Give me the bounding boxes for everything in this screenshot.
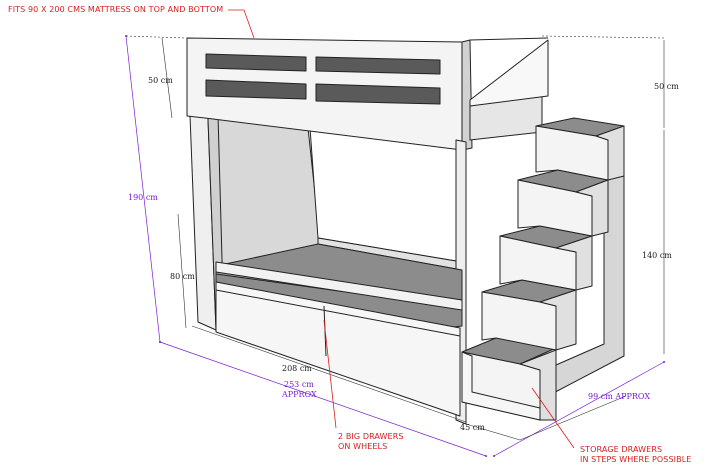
rail-slot-2 xyxy=(315,56,441,75)
steps-height-dimension: 140 cm xyxy=(642,251,672,260)
drawers-note-line1: 2 BIG DRAWERS xyxy=(338,432,404,441)
total-length-dimension: 253 cm xyxy=(284,380,314,389)
dimension-lines xyxy=(125,35,665,457)
steps-unit xyxy=(461,117,625,421)
rail-slot-3 xyxy=(205,79,307,100)
mattress-note: FITS 90 X 200 CMS MATTRESS ON TOP AND BO… xyxy=(8,5,224,14)
lower-bunk-height-dimension: 80 cm xyxy=(170,272,195,281)
total-length-approx: APPROX xyxy=(282,390,317,399)
bed-length-dimension: 208 cm xyxy=(282,364,312,373)
total-height-dimension: 190 cm xyxy=(128,193,158,202)
drawers-note-line2: ON WHEELS xyxy=(338,442,388,451)
left-end-inner xyxy=(215,117,321,269)
storage-note-line2: IN STEPS WHERE POSSIBLE xyxy=(580,455,692,464)
top-guard-left-dimension: 50 cm xyxy=(148,76,173,85)
rail-slot-4 xyxy=(315,83,441,105)
top-guard-right-dimension: 50 cm xyxy=(654,82,679,91)
rail-slot-1 xyxy=(205,53,307,72)
storage-note-line1: STORAGE DRAWERS xyxy=(580,445,663,454)
lower-front-rail xyxy=(215,261,463,311)
bed-frame xyxy=(186,37,625,425)
steps-width-dimension: 45 cm xyxy=(460,423,485,432)
total-depth-dimension: 99 cm APPROX xyxy=(588,392,651,401)
red-leaders xyxy=(228,9,575,449)
measure-lines xyxy=(125,35,665,441)
